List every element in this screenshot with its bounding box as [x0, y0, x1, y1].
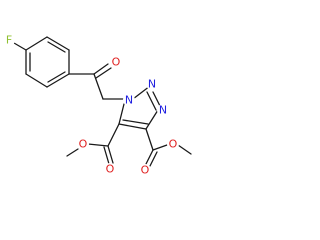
carbonyl-ch2-bond [93, 73, 104, 100]
atom-left-ester-carbonyl-oxygen: O [104, 163, 116, 176]
atom-triazole-n3: N [157, 104, 169, 117]
right-ester [145, 128, 192, 167]
atom-right-ester-ether-oxygen: O [167, 138, 179, 151]
atom-triazole-n1: N [123, 94, 135, 107]
triazole-n3-label: N [159, 104, 167, 117]
left-ester-ether-o-label: O [79, 138, 88, 151]
ketone-double-bond-a [93, 63, 109, 75]
fluorine-label: F [6, 34, 12, 47]
c-f-bond [13, 42, 27, 51]
left-ester [66, 123, 120, 165]
atom-triazole-n2: N [146, 78, 158, 91]
triazole-ring [118, 85, 163, 130]
molecule-svg: F O N N N O O O O [3, 33, 192, 177]
ketone-oxygen-label: O [112, 56, 121, 69]
right-ester-carbonyl-o-label: O [141, 164, 150, 177]
structure-diagram: F O N N N O O O O [3, 33, 192, 177]
triazole-n1-label: N [125, 94, 133, 107]
atom-ketone-oxygen: O [110, 56, 122, 69]
left-ester-carbonyl-o-label: O [106, 163, 115, 176]
atom-left-ester-ether-oxygen: O [77, 138, 89, 151]
benzene-ring [25, 36, 70, 88]
right-ester-ether-o-label: O [169, 138, 178, 151]
atom-right-ester-carbonyl-oxygen: O [139, 164, 151, 177]
atom-fluorine: F [3, 34, 15, 47]
triazole-n2-label: N [148, 78, 156, 91]
ketone-double-bond-b [95, 67, 112, 79]
